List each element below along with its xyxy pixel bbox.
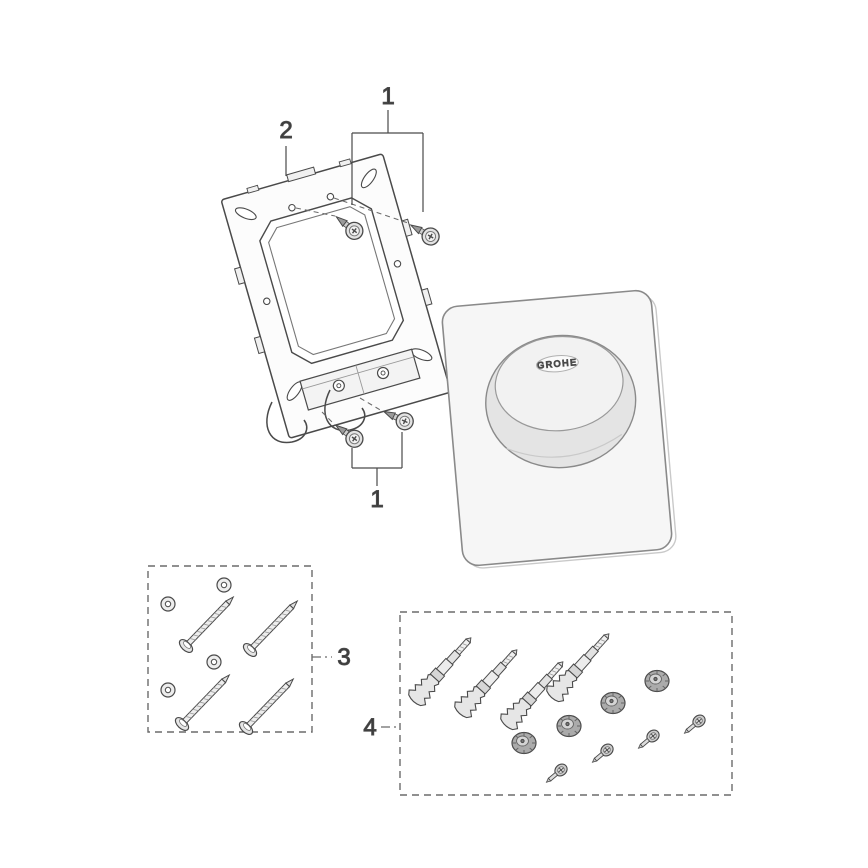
washer-d bbox=[206, 654, 222, 670]
flush-button-crescent-shade bbox=[506, 433, 623, 458]
knob-c bbox=[600, 691, 626, 715]
small-screw-a bbox=[542, 761, 571, 787]
brand-logo-text: GROHE bbox=[537, 357, 578, 370]
callout-1-bottom-lines bbox=[351, 432, 403, 486]
flush-plate: GROHE bbox=[441, 289, 677, 569]
long-screw-b bbox=[240, 594, 304, 660]
brand-badge bbox=[535, 355, 579, 373]
small-screw-d bbox=[680, 712, 709, 738]
parts-box-4 bbox=[399, 611, 733, 796]
callout-3: 3 bbox=[337, 644, 350, 671]
long-screw-c bbox=[172, 668, 236, 734]
flush-button-small bbox=[494, 335, 624, 432]
callout-1-top-lines bbox=[351, 110, 424, 212]
frame-spring-clip-left bbox=[266, 401, 308, 444]
callout-4: 4 bbox=[363, 714, 376, 741]
washer-c bbox=[160, 682, 176, 698]
insertion-guides bbox=[295, 197, 409, 425]
small-screw-c bbox=[634, 727, 663, 753]
knob-b bbox=[556, 714, 582, 738]
small-screw-b bbox=[588, 741, 617, 767]
callout-2: 2 bbox=[279, 117, 292, 144]
long-screw-d bbox=[236, 672, 300, 738]
frame-spring-clip-right bbox=[324, 389, 366, 432]
knob-d bbox=[644, 669, 670, 693]
long-screw-a bbox=[176, 590, 240, 656]
knob-a bbox=[511, 731, 537, 755]
callout-1-bottom: 1 bbox=[370, 486, 383, 513]
diagram-root: 1 1 2 GROHE 3 bbox=[147, 83, 733, 796]
washer-a bbox=[160, 596, 176, 612]
callout-1-top: 1 bbox=[381, 83, 394, 110]
adjuster-rod-d bbox=[542, 625, 618, 706]
mounting-frame bbox=[221, 153, 451, 439]
washer-b bbox=[216, 577, 232, 593]
parts-box-3 bbox=[147, 565, 313, 733]
